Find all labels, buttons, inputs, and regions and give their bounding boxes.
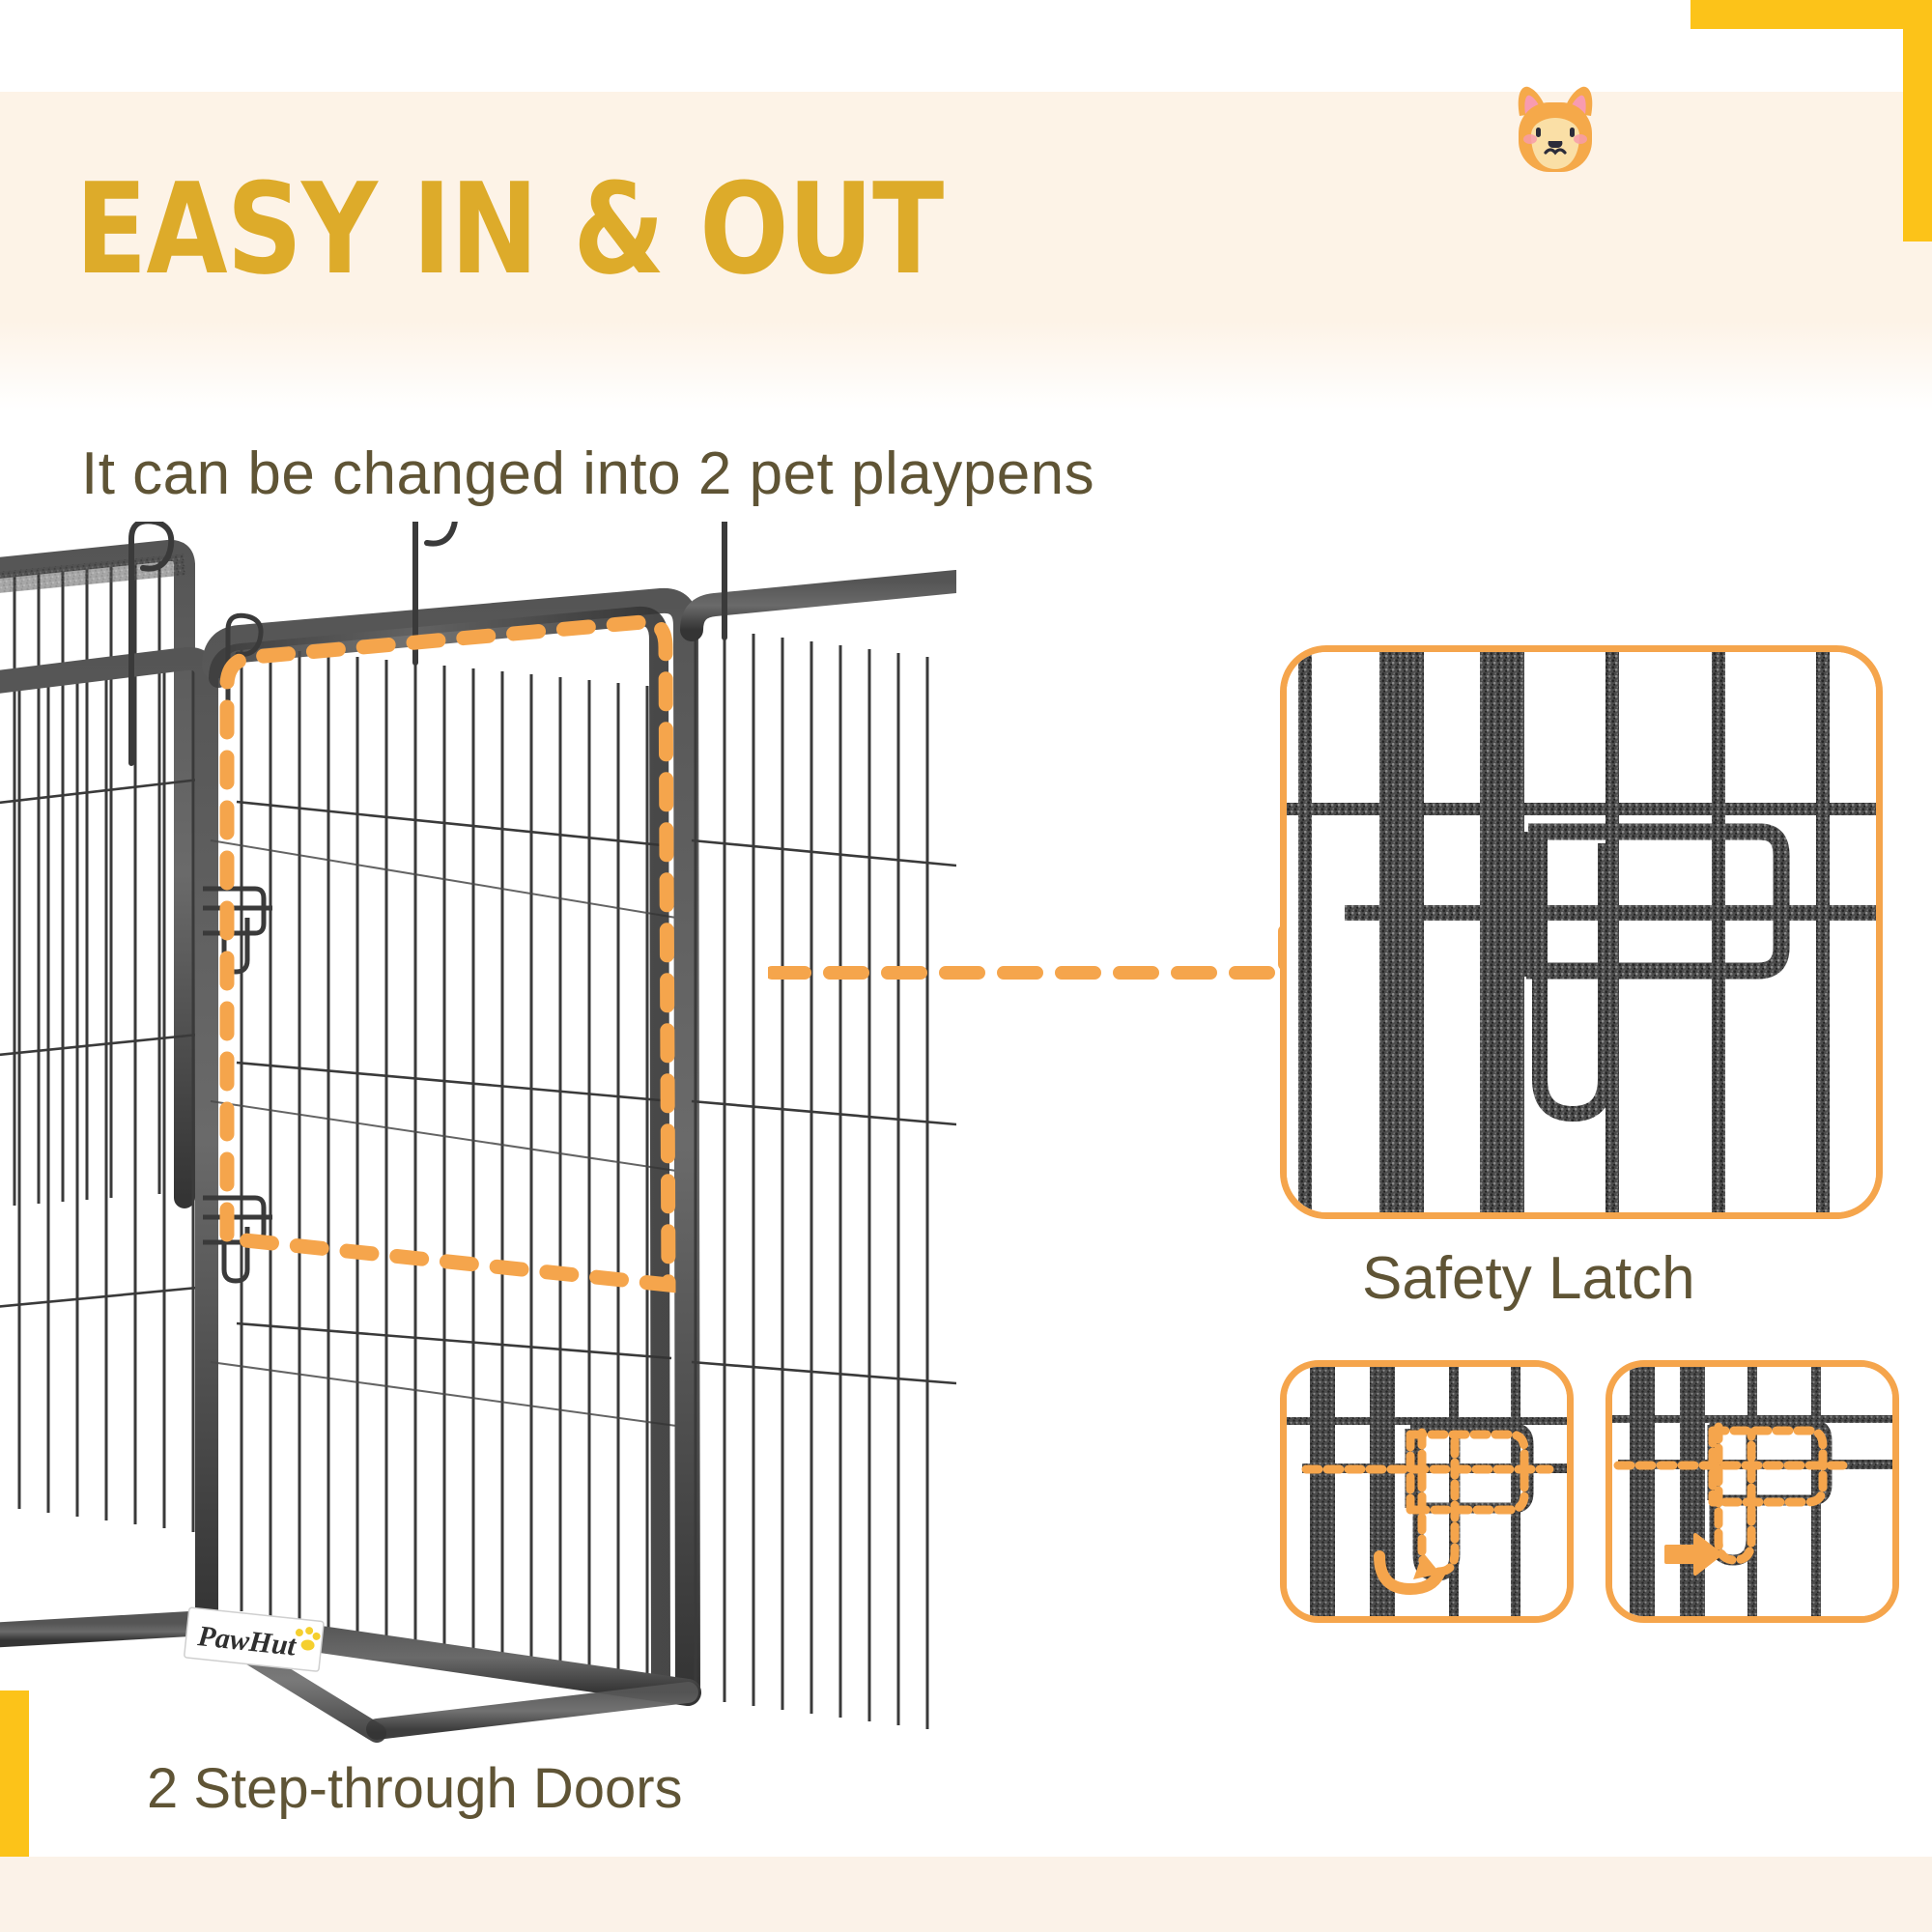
bottom-rails [0,1609,701,1743]
panel-left [0,646,218,1634]
detail-label-safety-latch: Safety Latch [1362,1245,1695,1312]
callout-connector-line [765,920,1294,980]
page-subtitle: It can be changed into 2 pet playpens [81,440,1095,507]
corner-bar-horizontal [1690,0,1932,29]
ground-stake-hooks [128,522,727,766]
door-highlight-outline [219,614,676,1293]
product-playpen-photo: PawHut [0,522,956,1797]
panel-right [680,570,956,1729]
rotate-up-arrow-icon [1374,1550,1445,1596]
arrow-right-icon [1664,1533,1722,1576]
bottom-band [0,1857,1932,1932]
dog-face-icon [1502,75,1608,182]
hero-caption: 2 Step-through Doors [147,1757,683,1820]
panel-rear-left [0,539,195,1208]
safety-latch-closeup-panel [1280,645,1883,1219]
brand-plate: PawHut [184,1606,325,1672]
latch-step-2-panel [1605,1360,1899,1623]
panel-center-door [202,587,700,1703]
title-band [0,92,1932,411]
corner-bracket-top-right [1690,0,1932,242]
page-title: EASY IN & OUT [75,156,944,302]
paw-print-icon [295,1627,321,1651]
latch-step-1-panel [1280,1360,1574,1623]
corner-bar-vertical [1903,0,1932,242]
